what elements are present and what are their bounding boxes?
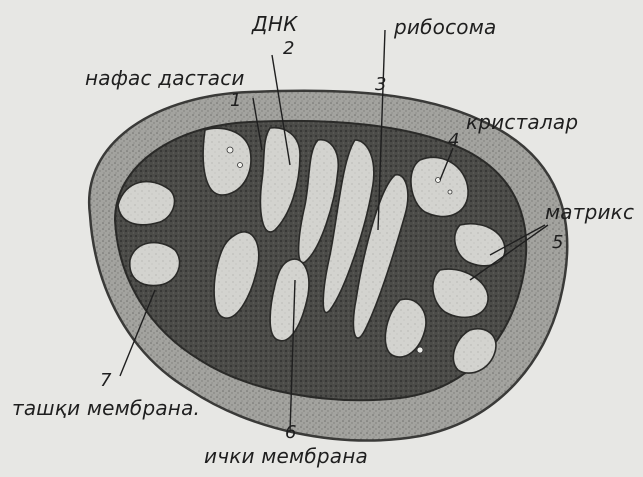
label-ichki-number: 6 — [285, 424, 296, 442]
label-nafas-number: 1 — [230, 92, 241, 110]
label-ichki-membrana: ички мембрана — [204, 446, 368, 466]
label-kristalar: кристалар — [466, 112, 578, 132]
label-tashki-membrana: ташқи мембрана. — [12, 398, 200, 418]
label-ribosoma-number: 3 — [375, 76, 386, 94]
label-tashki-number: 7 — [100, 372, 111, 390]
label-matriks: матрикс — [545, 202, 634, 222]
label-kristalar-number: 4 — [448, 132, 459, 150]
label-ribosoma: рибосома — [394, 17, 496, 37]
label-nafas-dastasi: нафас дастаси — [85, 68, 245, 88]
label-dnk-number: 2 — [283, 40, 294, 58]
label-matriks-number: 5 — [552, 234, 563, 252]
label-dnk: ДНК — [252, 14, 297, 34]
